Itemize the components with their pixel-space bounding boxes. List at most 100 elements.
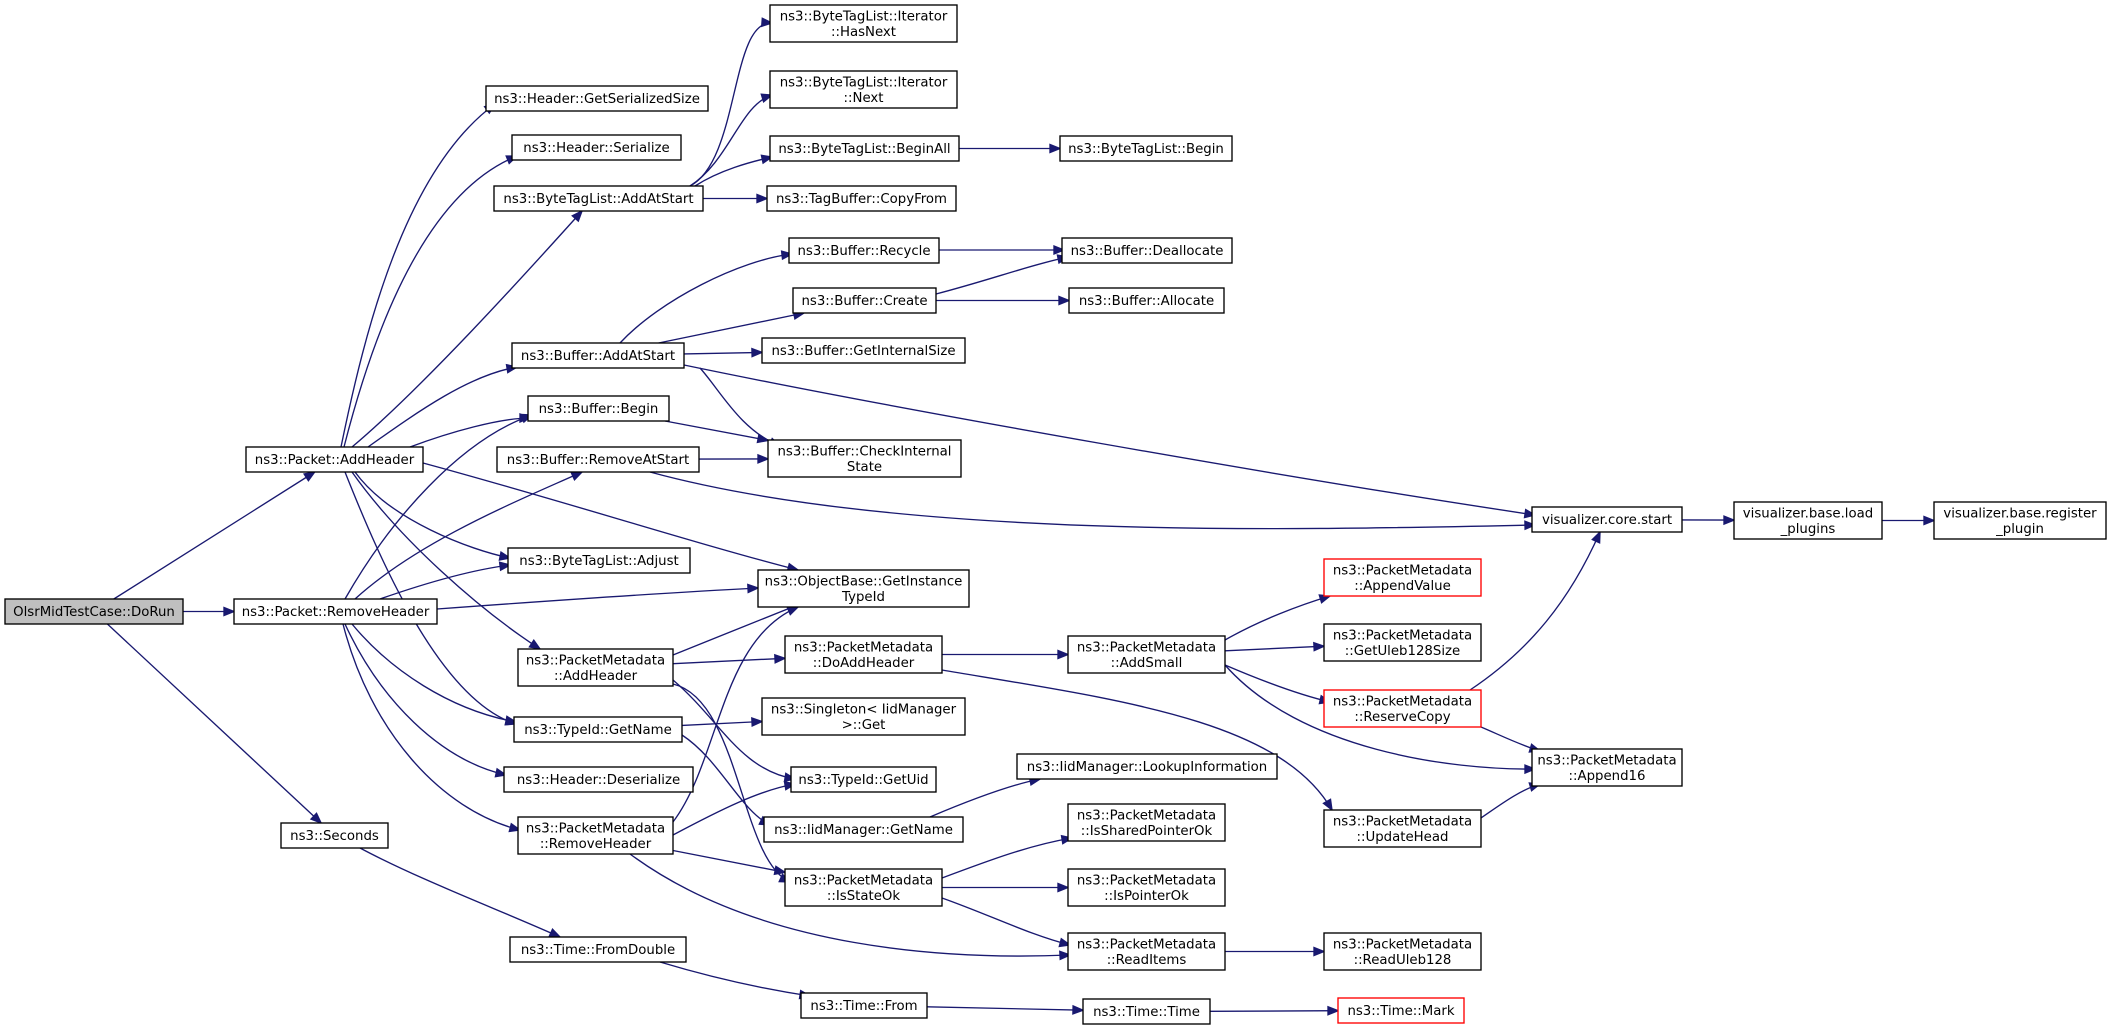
node-bufBegin[interactable]: ns3::Buffer::Begin	[527, 395, 670, 422]
edge-pmAddHeader-to-pmDoAddHeader	[672, 653, 787, 665]
arrowhead	[223, 606, 236, 617]
node-label: ns3::IidManager::GetName	[774, 823, 953, 838]
node-pmAppendValue[interactable]: ns3::PacketMetadata::AppendValue	[1323, 558, 1482, 597]
node-pmAddSmall[interactable]: ns3::PacketMetadata::AddSmall	[1067, 635, 1226, 674]
node-seconds[interactable]: ns3::Seconds	[280, 822, 389, 849]
node-btlBegin[interactable]: ns3::ByteTagList::Begin	[1059, 135, 1233, 162]
arrowhead	[774, 653, 787, 664]
node-pmUpdateHead[interactable]: ns3::PacketMetadata::UpdateHead	[1323, 809, 1482, 848]
edge-olsr-to-seconds	[106, 623, 323, 825]
node-bufRecycle[interactable]: ns3::Buffer::Recycle	[788, 237, 940, 264]
node-pmReadItems[interactable]: ns3::PacketMetadata::ReadItems	[1067, 932, 1226, 971]
node-hdrGetSer[interactable]: ns3::Header::GetSerializedSize	[485, 85, 709, 112]
arrowhead	[1524, 520, 1537, 531]
edge-pmAddSmall-to-pmAppendValue	[1224, 594, 1332, 641]
node-label: ::GetUleb128Size	[1345, 644, 1460, 659]
node-tidGetName[interactable]: ns3::TypeId::GetName	[513, 716, 683, 743]
node-hdrDeser[interactable]: ns3::Header::Deserialize	[503, 766, 694, 793]
node-bufRemoveAtStart[interactable]: ns3::Buffer::RemoveAtStart	[496, 446, 700, 473]
node-pmRemoveHeader[interactable]: ns3::PacketMetadata::RemoveHeader	[517, 816, 674, 855]
node-label: ns3::PacketMetadata	[1333, 814, 1472, 829]
arrowhead	[756, 433, 770, 444]
node-box	[1531, 506, 1683, 533]
node-olsr[interactable]: OlsrMidTestCase::DoRun	[4, 598, 184, 625]
node-removeHeader[interactable]: ns3::Packet::RemoveHeader	[233, 598, 438, 625]
edge-addHeader-to-btlAddAtStart	[351, 209, 584, 448]
node-vizCoreStart[interactable]: visualizer.core.start	[1531, 506, 1683, 533]
node-tagBufCopyFrom[interactable]: ns3::TagBuffer::CopyFrom	[766, 185, 957, 212]
nodes-layer: OlsrMidTestCase::DoRun ns3::Packet::AddHe…	[4, 4, 2107, 1025]
node-pmAppend16[interactable]: ns3::PacketMetadata::Append16	[1531, 748, 1683, 787]
node-btlItHasNext[interactable]: ns3::ByteTagList::Iterator::HasNext	[769, 4, 958, 43]
node-timeFrom[interactable]: ns3::Time::From	[800, 992, 928, 1019]
node-label: ::ReadUleb128	[1354, 953, 1452, 968]
node-box	[1323, 623, 1482, 662]
node-label: OlsrMidTestCase::DoRun	[13, 605, 175, 620]
node-label: ns3::Time::FromDouble	[521, 943, 675, 958]
node-label: ns3::Time::Time	[1093, 1005, 1200, 1020]
node-pmIsShared[interactable]: ns3::PacketMetadata::IsSharedPointerOk	[1067, 803, 1226, 842]
edge-removeHeader-to-bufRemoveAtStart	[354, 471, 584, 600]
node-box	[769, 70, 958, 109]
node-vizRegister[interactable]: visualizer.base.register_plugin	[1933, 501, 2107, 540]
node-bufDeallocate[interactable]: ns3::Buffer::Deallocate	[1061, 237, 1233, 264]
node-vizLoadPlugins[interactable]: visualizer.base.load_plugins	[1733, 501, 1883, 540]
arrowhead	[1313, 946, 1326, 957]
node-box	[1082, 998, 1211, 1025]
node-box	[1067, 803, 1226, 842]
node-hdrSer[interactable]: ns3::Header::Serialize	[511, 134, 682, 161]
node-iidLookup[interactable]: ns3::IidManager::LookupInformation	[1016, 753, 1278, 780]
node-label: ::IsPointerOk	[1104, 889, 1189, 904]
node-pmIsPointer[interactable]: ns3::PacketMetadata::IsPointerOk	[1067, 868, 1226, 907]
node-box	[761, 337, 966, 364]
node-pmReserveCopy[interactable]: ns3::PacketMetadata::ReserveCopy	[1323, 689, 1482, 728]
node-btlBeginAll[interactable]: ns3::ByteTagList::BeginAll	[769, 135, 960, 162]
edge-olsr-to-removeHeader	[183, 606, 236, 617]
arrowhead	[1057, 882, 1070, 893]
node-addHeader[interactable]: ns3::Packet::AddHeader	[245, 446, 424, 473]
node-box	[1323, 809, 1482, 848]
node-singletonGet[interactable]: ns3::Singleton< IidManager>::Get	[761, 697, 966, 736]
node-box	[280, 822, 389, 849]
node-label: ::AppendValue	[1354, 579, 1451, 594]
node-bufAllocate[interactable]: ns3::Buffer::Allocate	[1068, 287, 1225, 314]
node-box	[769, 4, 958, 43]
node-pmReadUleb[interactable]: ns3::PacketMetadata::ReadUleb128	[1323, 932, 1482, 971]
node-bufAddAtStart[interactable]: ns3::Buffer::AddAtStart	[511, 342, 685, 369]
node-pmAddHeader[interactable]: ns3::PacketMetadata::AddHeader	[517, 648, 674, 687]
node-btlItNext[interactable]: ns3::ByteTagList::Iterator::Next	[769, 70, 958, 109]
node-label: ns3::ByteTagList::BeginAll	[778, 142, 950, 157]
node-pmGetUleb[interactable]: ns3::PacketMetadata::GetUleb128Size	[1323, 623, 1482, 662]
node-box	[496, 446, 700, 473]
edge-addHeader-to-pmAddHeader	[351, 471, 542, 650]
edge-pmUpdateHead-to-pmAppend16	[1480, 782, 1542, 819]
arrowhead	[498, 561, 512, 572]
node-pmIsStateOk[interactable]: ns3::PacketMetadata::IsStateOk	[784, 868, 943, 907]
node-bufGetInternalSize[interactable]: ns3::Buffer::GetInternalSize	[761, 337, 966, 364]
node-timeMark[interactable]: ns3::Time::Mark	[1337, 997, 1465, 1024]
node-label: ns3::Header::Serialize	[523, 141, 669, 156]
arrowhead	[571, 209, 584, 223]
node-label: ns3::Header::GetSerializedSize	[494, 92, 700, 107]
node-tidGetUid[interactable]: ns3::TypeId::GetUid	[790, 766, 937, 793]
node-label: ns3::PacketMetadata	[526, 821, 665, 836]
node-timeFromDouble[interactable]: ns3::Time::FromDouble	[509, 936, 687, 963]
node-btlAdjust[interactable]: ns3::ByteTagList::Adjust	[507, 547, 691, 574]
edge-vizCoreStart-to-vizLoadPlugins	[1681, 515, 1736, 526]
edge-pmIsStateOk-to-pmIsPointer	[942, 882, 1070, 893]
arrowhead	[1591, 530, 1601, 544]
node-label: ::DoAddHeader	[813, 656, 915, 671]
node-timeTime[interactable]: ns3::Time::Time	[1082, 998, 1211, 1025]
node-btlAddAtStart[interactable]: ns3::ByteTagList::AddAtStart	[493, 185, 704, 212]
edge-bufRecycle-to-bufDeallocate	[939, 245, 1066, 255]
node-pmDoAddHeader[interactable]: ns3::PacketMetadata::DoAddHeader	[784, 635, 943, 674]
node-box	[509, 936, 687, 963]
edge-bufAddAtStart-to-bufGetInternalSize	[683, 347, 764, 358]
node-bufCreate[interactable]: ns3::Buffer::Create	[792, 287, 937, 314]
node-label: ns3::Buffer::CheckInternal	[777, 444, 951, 459]
edge-bufRemoveAtStart-to-bufCheckInternal	[698, 453, 770, 464]
arrowhead	[1327, 1005, 1340, 1016]
node-iidGetName[interactable]: ns3::IidManager::GetName	[763, 816, 964, 843]
